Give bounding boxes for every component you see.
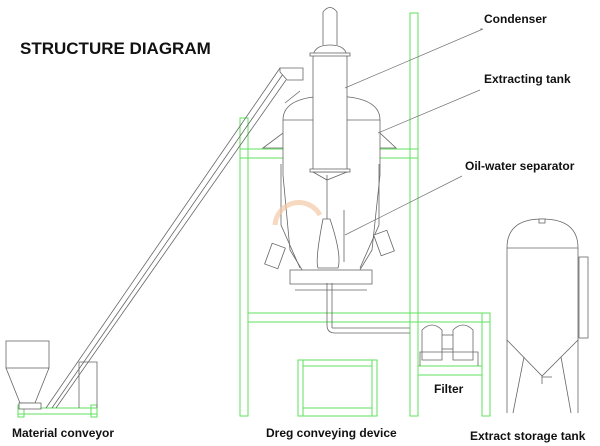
extracting-tank-drawing bbox=[261, 90, 410, 334]
extract-storage-tank-drawing bbox=[506, 218, 589, 414]
diagram-title: STRUCTURE DIAGRAM bbox=[20, 39, 211, 58]
label-extracting-tank: Extracting tank bbox=[484, 72, 571, 86]
material-conveyor-drawing bbox=[5, 67, 304, 410]
condenser-drawing bbox=[309, 7, 351, 181]
label-oil-water-separator: Oil-water separator bbox=[465, 159, 575, 173]
extracting-tank-leader bbox=[377, 89, 481, 134]
label-condenser: Condenser bbox=[484, 12, 547, 26]
label-dreg-conveying-device: Dreg conveying device bbox=[266, 426, 397, 440]
label-material-conveyor: Material conveyor bbox=[12, 426, 114, 440]
support-frame bbox=[17, 12, 491, 418]
separator-leader bbox=[344, 175, 463, 236]
condenser-leader bbox=[344, 28, 484, 89]
filter-drawing bbox=[419, 324, 479, 366]
label-extract-storage-tank: Extract storage tank bbox=[470, 429, 586, 443]
label-filter: Filter bbox=[434, 382, 464, 396]
